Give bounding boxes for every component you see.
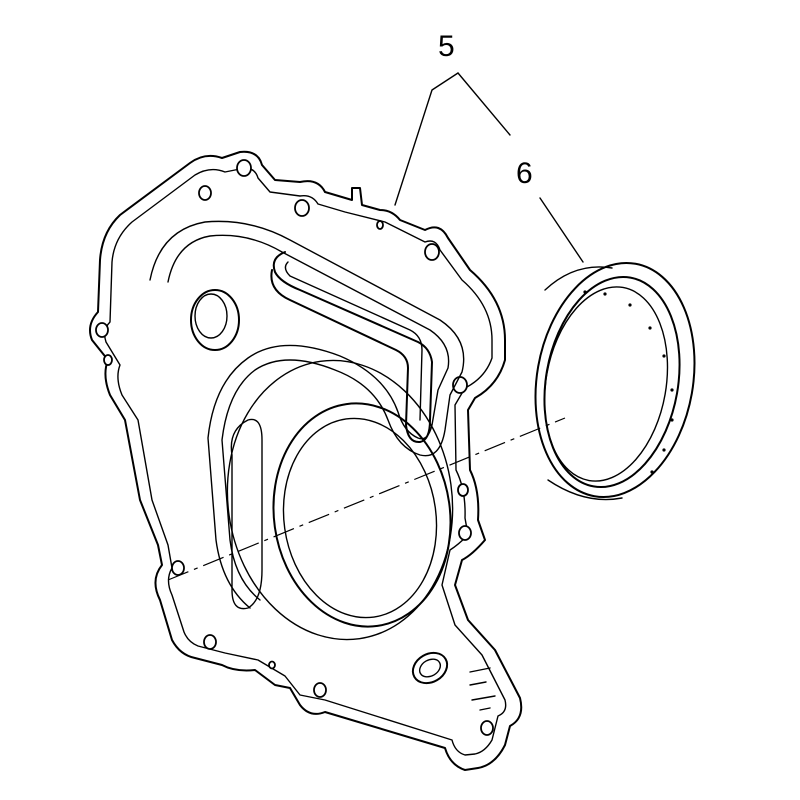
bolt-hole [203, 634, 217, 650]
bolt-hole [313, 682, 327, 698]
leader-line-5-to-gasket [394, 72, 459, 206]
lower-oval-port-inner [418, 658, 442, 678]
callout-label-5: 5 [438, 30, 455, 63]
crank-opening-inner [282, 417, 438, 619]
crankshaft-front-seal [534, 262, 696, 501]
bolt-hole [171, 560, 185, 576]
bolt-hole [294, 199, 310, 217]
bolt-hole [376, 220, 384, 230]
bolt-hole [457, 483, 469, 497]
seal-spring-dots [583, 290, 674, 474]
bolt-hole [198, 185, 212, 201]
leader-lines [394, 72, 584, 263]
gasket-inner-outline [103, 167, 507, 756]
gasket-bolt-holes [95, 159, 494, 736]
centerline [167, 417, 566, 581]
seal-inner-ring [543, 275, 681, 489]
seal-lip [543, 286, 669, 482]
crank-opening-rim [226, 359, 454, 641]
small-port-inner [194, 293, 228, 339]
gasket-outer-outline [89, 150, 523, 771]
lower-bead [230, 418, 263, 610]
bolt-hole [480, 720, 494, 736]
bolt-hole [236, 159, 252, 177]
seal-outer-ring [534, 262, 696, 498]
bead-channel-outer [149, 220, 465, 601]
bolt-hole [458, 525, 472, 541]
lower-oval-port [411, 651, 449, 685]
upper-slot [270, 251, 433, 444]
bolt-hole [95, 322, 109, 338]
seal-depth-edge [544, 266, 623, 501]
locator-marks [469, 667, 496, 711]
upper-slot-inner [284, 261, 423, 421]
leader-line-6-to-seal [539, 197, 584, 263]
crank-opening-outer [272, 402, 452, 628]
callout-label-6: 6 [516, 157, 533, 190]
front-cover-gasket [89, 150, 523, 771]
bolt-hole [268, 660, 276, 670]
leader-line-5-to-seal [457, 72, 511, 136]
bolt-hole [424, 243, 440, 261]
bead-channel-inner [167, 234, 450, 609]
bolt-hole [103, 354, 113, 366]
small-port-outer [190, 289, 240, 351]
